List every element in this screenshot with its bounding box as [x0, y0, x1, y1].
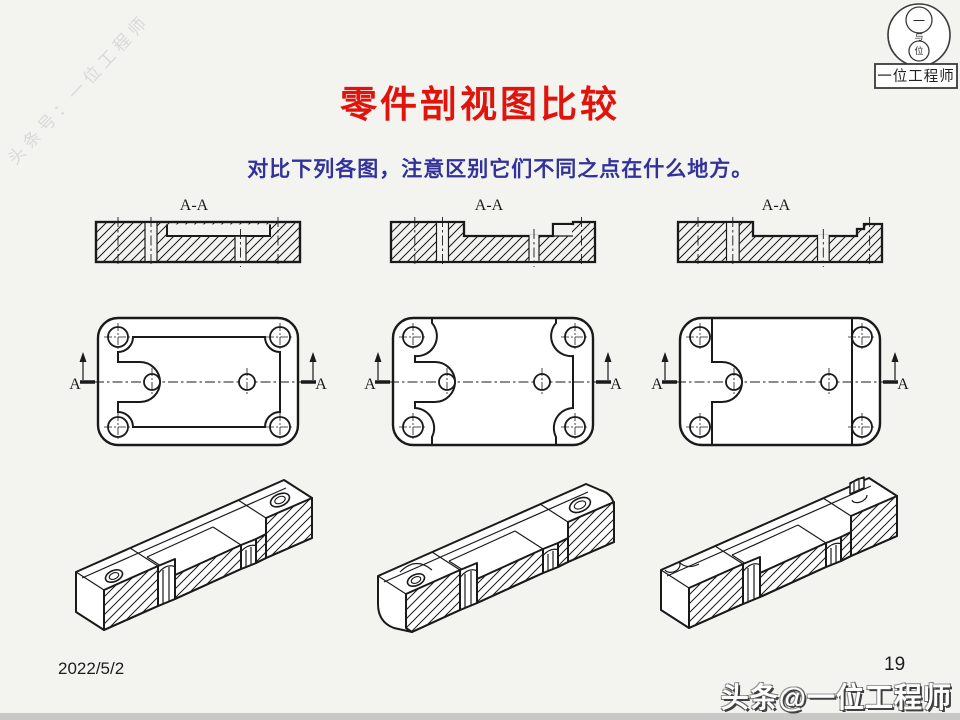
center-hole-crosshairs — [733, 368, 830, 396]
hole-crosshairs — [104, 323, 294, 441]
cut-face — [265, 497, 313, 559]
end-notch-arc — [664, 561, 700, 573]
section-body — [676, 220, 884, 264]
inner-contour-right — [550, 318, 574, 445]
half-hole-arc — [851, 494, 868, 504]
section-view-3: A-A — [676, 197, 884, 267]
photo-edge-strip — [0, 713, 960, 720]
section-view-1: A-A — [94, 197, 302, 267]
top-hole-left — [104, 568, 124, 584]
inner-contour — [117, 336, 281, 428]
cut-face — [850, 495, 898, 557]
hole-crosshairs — [399, 323, 589, 441]
logo-seal-top: 一 — [913, 14, 925, 28]
center-hole-crosshairs — [446, 368, 543, 396]
logo-name-box — [874, 63, 958, 89]
hole-channel — [157, 558, 176, 607]
cut-label-right: A — [610, 376, 622, 393]
top-hole-left — [406, 572, 426, 588]
top-view-3: A A — [651, 316, 909, 447]
cut-label-right: A — [897, 376, 909, 393]
engineer-logo: 一 与 位 一位工程师 — [874, 3, 958, 89]
centerlines — [414, 217, 582, 267]
top-hole-right — [568, 496, 592, 514]
section-title: A-A — [762, 197, 791, 214]
hole-channel — [742, 556, 761, 605]
iso-view-2 — [377, 483, 615, 633]
top-edges — [660, 485, 872, 589]
section-title: A-A — [475, 197, 504, 214]
hole-channel — [459, 562, 478, 611]
cut-face — [840, 531, 852, 562]
top-view-2: A A — [364, 316, 622, 447]
top-view-1: A A — [69, 316, 327, 447]
cut-label-left: A — [651, 376, 663, 393]
cut-face — [255, 533, 267, 564]
part-outline — [96, 316, 300, 447]
centerlines — [697, 217, 871, 267]
section-title: A-A — [180, 197, 209, 214]
cut-face — [557, 537, 569, 568]
cut-face — [567, 501, 615, 563]
centerlines — [117, 217, 279, 267]
cut-label-left: A — [364, 376, 376, 393]
part-outline — [391, 316, 595, 447]
boss-arc-left — [399, 562, 433, 573]
iso-view-1 — [75, 479, 313, 631]
iso-view-3 — [660, 476, 898, 629]
cut-label-left: A — [69, 376, 81, 393]
cut-label-right: A — [315, 376, 327, 393]
cutting-plane-marks — [661, 352, 899, 384]
cutting-plane-marks — [79, 352, 317, 384]
logo-name-label: 一位工程师 — [877, 68, 955, 85]
part-outline — [678, 316, 882, 447]
center-hole-crosshairs — [151, 368, 248, 396]
subtitle-text: 对比下列各图，注意区别它们不同之点在什么地方。 — [247, 158, 754, 181]
hole-crosshairs — [686, 323, 876, 441]
hole-channel — [825, 536, 842, 568]
top-edges — [75, 487, 287, 591]
section-view-2: A-A — [389, 197, 597, 267]
page-number: 19 — [884, 654, 906, 675]
logo-seal-mid: 与 — [914, 32, 923, 42]
top-edges — [377, 491, 589, 595]
cutting-plane-marks — [374, 352, 612, 384]
logo-seal-bottom: 位 — [914, 45, 923, 56]
hole-channel — [240, 538, 257, 570]
top-hole-right — [269, 492, 291, 508]
page-title: 零件剖视图比较 — [340, 84, 620, 125]
hole-channel — [542, 542, 559, 574]
cut-face — [405, 569, 461, 633]
bottom-right-watermark: 头条@一位工程师 — [720, 682, 952, 713]
slide-date: 2022/5/2 — [58, 659, 125, 678]
